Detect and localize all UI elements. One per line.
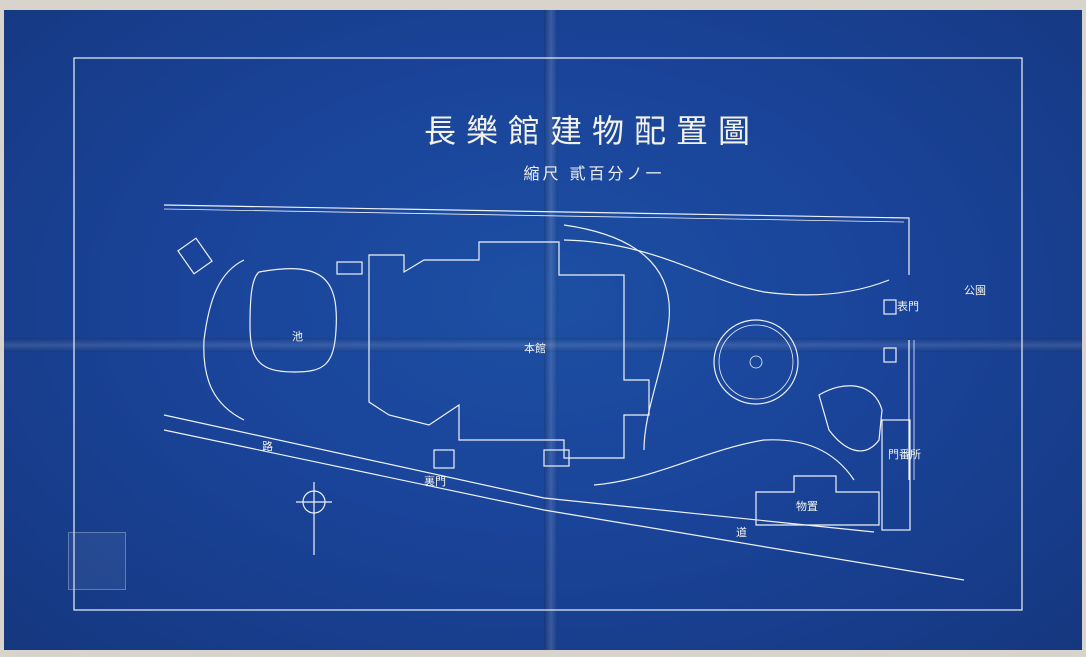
pond-outline <box>249 268 337 373</box>
stair-south <box>543 449 570 467</box>
site-plan: 本館 池 表門 裏門 門番所 物置 公園 路 道 <box>73 57 1023 611</box>
road-line-inner <box>163 414 875 533</box>
planting-bed-east <box>818 385 883 452</box>
guard-house-outline <box>881 419 911 531</box>
storehouse-outline <box>755 475 880 526</box>
scale-note: 縮尺 貳百分ノ一 <box>523 164 665 183</box>
drawing-border <box>73 57 1023 611</box>
label-front-gate: 表門 <box>897 299 919 313</box>
fold-crease-vertical <box>544 10 558 650</box>
garden-path-south <box>593 439 855 486</box>
label-guard-house: 門番所 <box>888 448 921 461</box>
label-storehouse: 物置 <box>796 499 818 513</box>
garden-path-central <box>563 224 670 451</box>
stair-north <box>336 261 363 275</box>
label-pond: 池 <box>292 330 303 343</box>
drawing-title: 長樂館建物配置圖 <box>424 112 761 150</box>
label-road-left: 路 <box>262 440 273 453</box>
fountain-outer <box>713 319 799 405</box>
main-building-outline <box>368 241 650 459</box>
blueprint-sheet: 長樂館建物配置圖 縮尺 貳百分ノ一 <box>4 10 1082 650</box>
garden-curve-west <box>203 259 245 421</box>
label-rear-gate: 裏門 <box>424 474 446 488</box>
gate-post-south <box>883 347 897 363</box>
label-road-right: 道 <box>736 525 747 539</box>
road-line-outer <box>163 429 965 581</box>
label-park: 公園 <box>964 284 986 297</box>
fold-crease-horizontal <box>4 338 1082 352</box>
garden-path-north <box>563 239 890 296</box>
rear-gate-block <box>433 449 455 469</box>
archive-stamp <box>68 532 126 590</box>
gate-post-north <box>883 299 897 315</box>
garden-feature-nw <box>177 237 213 275</box>
north-boundary-wall <box>163 204 910 275</box>
label-main-building: 本館 <box>524 341 546 355</box>
